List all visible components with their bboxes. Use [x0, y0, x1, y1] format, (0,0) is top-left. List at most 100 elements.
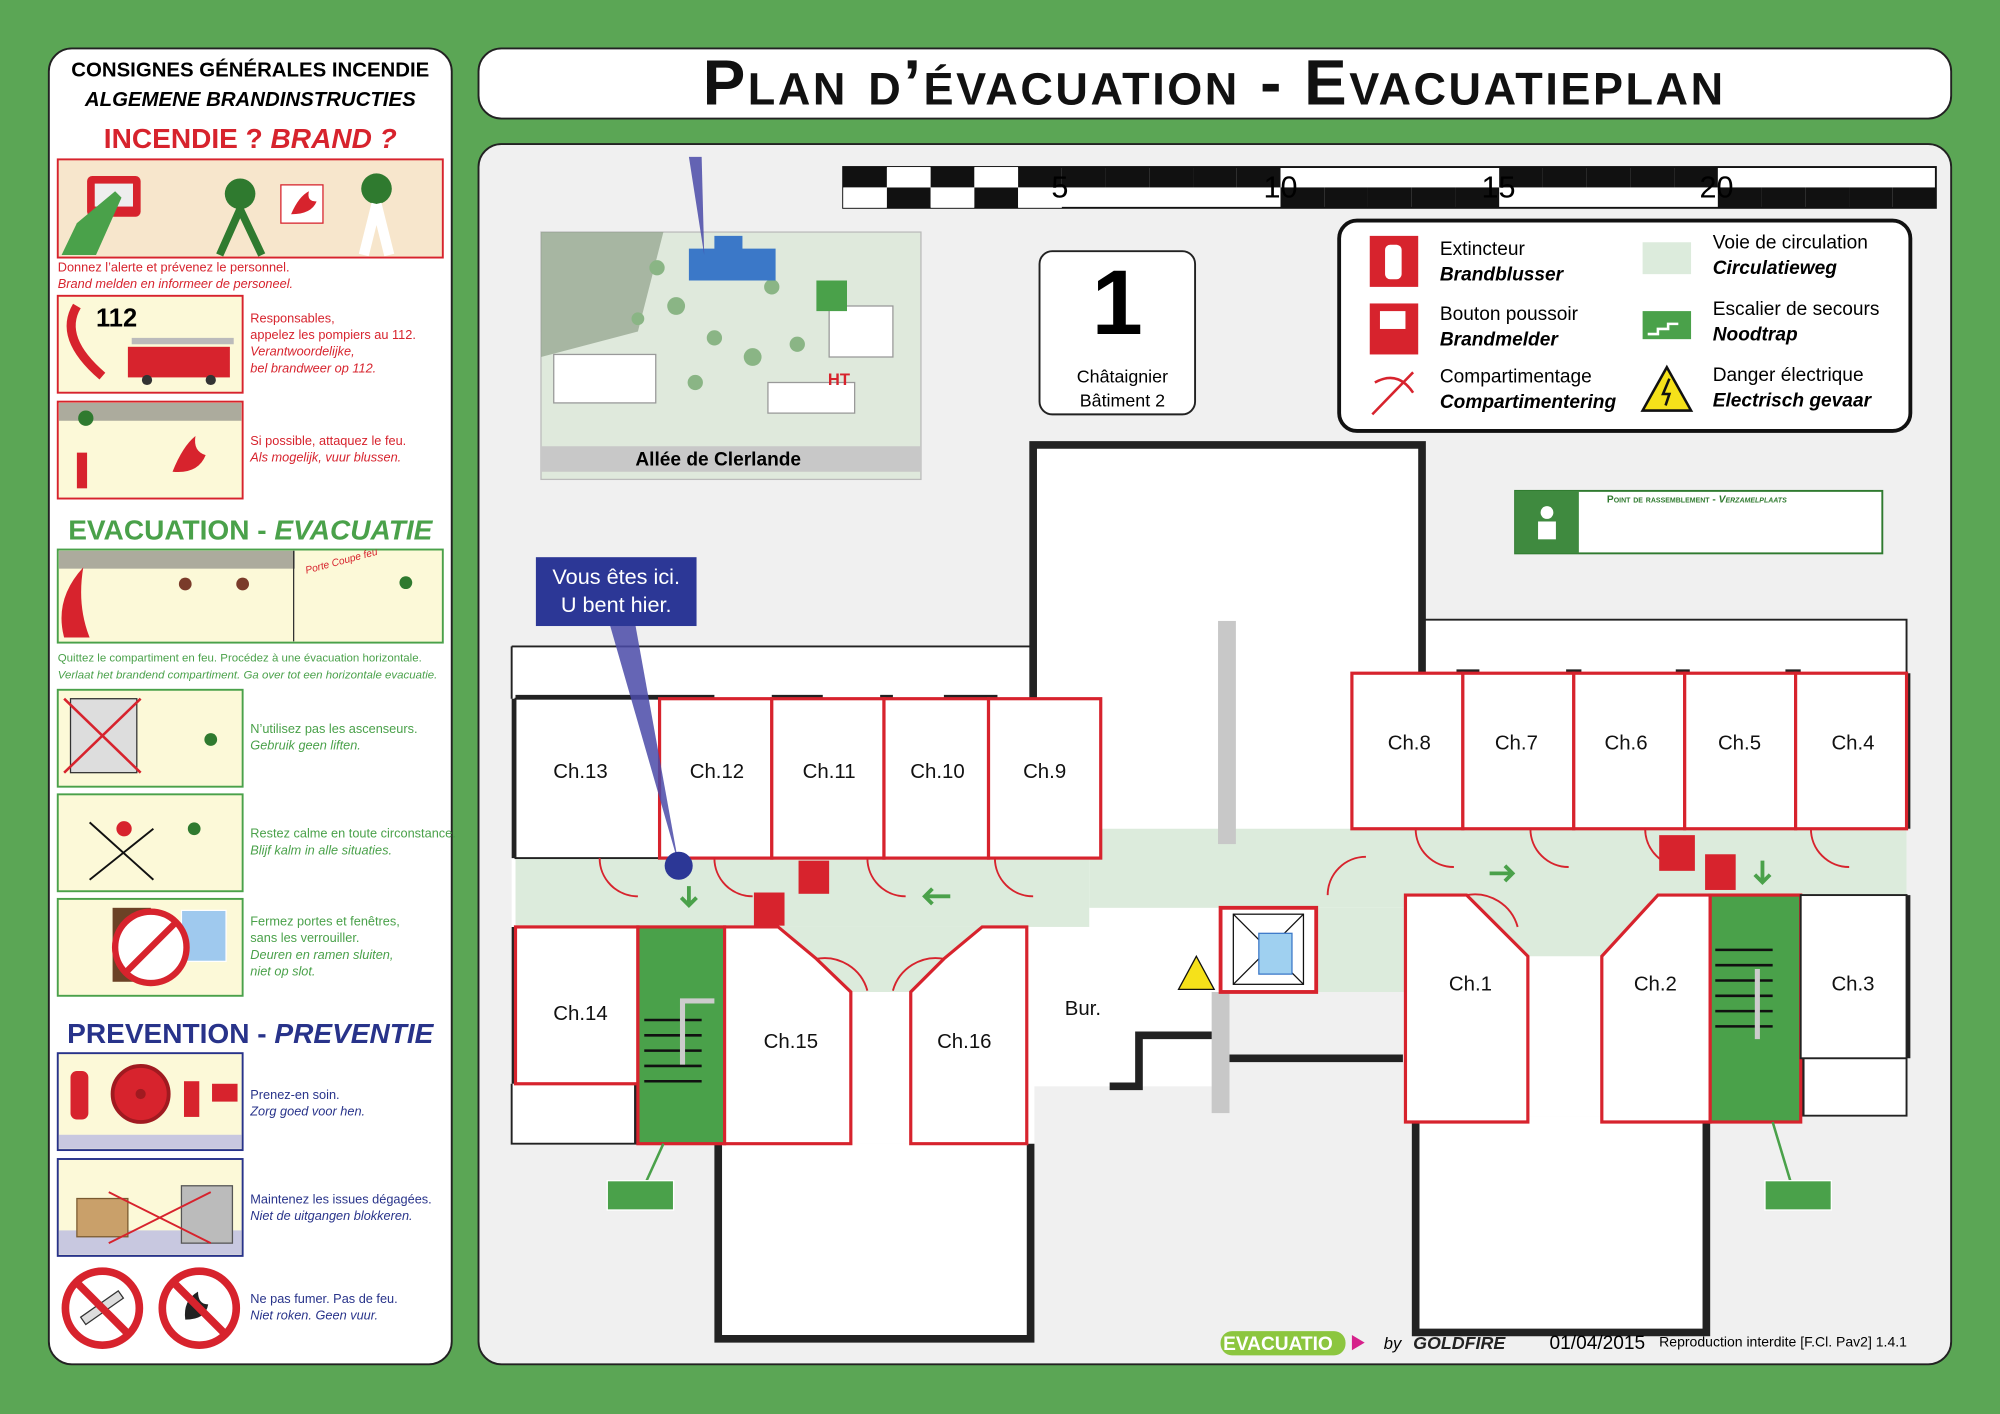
exit-direction-arrow — [1489, 864, 1516, 883]
scale-segment — [1324, 187, 1368, 208]
step-text-nl: bel brandweer op 112. — [250, 360, 376, 375]
footer: EVACUATIO by GOLDFIRE 01/04/2015 Reprodu… — [1220, 1331, 1907, 1356]
scale-segment — [1761, 187, 1806, 208]
street-name: Allée de Clerlande — [635, 449, 801, 470]
scale-segment — [1149, 167, 1194, 188]
elevator-icon — [1258, 932, 1293, 975]
emergency-number: 112 — [96, 304, 137, 332]
evacuatio-logo — [1220, 1331, 1346, 1356]
building-number: 1 — [1092, 252, 1143, 354]
scale-segment — [1674, 167, 1718, 188]
room — [1794, 671, 1909, 831]
scale-segment — [1411, 187, 1456, 208]
step-text-fr: sans les verrouiller. — [250, 930, 359, 945]
step-text-fr: appelez les pompiers au 112. — [250, 327, 416, 342]
scale-segment — [1630, 167, 1675, 188]
room — [1799, 894, 1908, 1060]
assembly-point-box: Point de rassemblement - Verzamelplaats — [1514, 489, 1884, 555]
instructions-panel: CONSIGNES GÉNÉRALES INCENDIE ALGEMENE BR… — [47, 47, 456, 1366]
room — [986, 697, 1103, 860]
step-text-nl: Niet roken. Geen vuur. — [250, 1308, 378, 1323]
room — [1461, 671, 1576, 831]
legend-label-nl: Brandmelder — [1440, 330, 1559, 351]
high-voltage-label: HT — [828, 370, 850, 389]
scale-segment — [1280, 187, 1325, 208]
legend-label-fr: Bouton poussoir — [1440, 304, 1579, 325]
legend-label-nl: Brandblusser — [1440, 265, 1565, 286]
hand-icon — [61, 191, 122, 256]
legend-label-fr: Compartimentage — [1440, 367, 1592, 388]
legend-label-nl: Compartimentering — [1440, 392, 1617, 413]
step-text-fr: Fermez portes et fenêtres, — [250, 914, 400, 929]
fire-extinguisher-icon — [753, 892, 785, 926]
room-label: Ch.14 — [553, 1003, 607, 1025]
step-text-fr: Responsables, — [250, 311, 334, 326]
fire-truck-icon — [127, 346, 230, 378]
step-text-fr: Restez calme en toute circonstance. — [250, 826, 456, 841]
room-label: Ch.4 — [1831, 733, 1874, 755]
extinguisher-icon — [70, 1071, 89, 1120]
phone-icon — [66, 303, 106, 380]
scale-segment — [1193, 167, 1237, 188]
step-text-nl: Brand melden en informeer de personeel. — [58, 276, 293, 291]
room-label: Ch.2 — [1634, 974, 1677, 996]
scale-segment — [1018, 167, 1062, 188]
no-smoking-icon — [61, 1267, 144, 1349]
fire-alarm-button-icon — [798, 860, 830, 894]
site-map: HT Allée de Clerlande — [540, 156, 922, 481]
step-text-fr: Si possible, attaquez le feu. — [250, 433, 406, 448]
scale-segment — [1849, 187, 1893, 208]
room — [1600, 893, 1712, 1124]
exit-direction-arrow — [679, 886, 698, 908]
scale-segment — [1892, 187, 1937, 208]
person-icon — [224, 178, 256, 210]
scale-segment — [1805, 187, 1850, 208]
room-label: Ch.15 — [764, 1031, 818, 1053]
circulation-route-icon — [1642, 242, 1692, 275]
fire-section-title: INCENDIE ? BRAND ? — [104, 123, 397, 154]
scale-segment — [1455, 187, 1500, 208]
room — [770, 697, 886, 860]
footer-by: by — [1384, 1334, 1403, 1353]
instructions-heading-nl: ALGEMENE BRANDINSTRUCTIES — [84, 89, 416, 111]
assembly-point-map-icon — [816, 280, 847, 312]
fire-extinguisher-icon — [1705, 854, 1736, 890]
legend-label-fr: Escalier de secours — [1713, 299, 1880, 320]
person-icon — [361, 173, 392, 205]
room — [882, 697, 991, 860]
scale-segment — [930, 167, 975, 188]
scale-segment — [886, 187, 931, 208]
fire-alarm-button-icon — [1659, 835, 1695, 871]
step-text-fr: Donnez l’alerte et prévenez le personnel… — [58, 260, 290, 275]
building-sub: Bâtiment 2 — [1080, 391, 1165, 411]
step-text-nl: niet op slot. — [250, 963, 315, 978]
electrical-danger-icon — [1177, 954, 1216, 991]
plan-date: 01/04/2015 — [1550, 1333, 1646, 1354]
scale-tick-label: 20 — [1700, 171, 1734, 205]
neighbor-building — [553, 353, 657, 404]
scale-bar — [842, 166, 1937, 209]
scale-segment — [1061, 167, 1106, 188]
scale-segment — [886, 167, 931, 188]
room-label: Ch.5 — [1718, 733, 1761, 755]
scale-segment — [974, 167, 1019, 188]
scale-segment — [1018, 187, 1062, 208]
room-label: Ch.13 — [553, 761, 607, 783]
room — [1572, 671, 1687, 831]
step-text-nl: Gebruik geen liften. — [250, 738, 361, 753]
room-label: Ch.6 — [1604, 733, 1647, 755]
room — [1683, 671, 1798, 831]
room-label: Ch.8 — [1388, 733, 1431, 755]
instructions-heading-fr: CONSIGNES GÉNÉRALES INCENDIE — [71, 59, 429, 82]
room-label: Ch.10 — [910, 761, 964, 783]
scale-segment — [843, 187, 887, 208]
floor-plan: Ch.13 Ch.12 Ch.11 Ch.10 Ch.9 Ch.8 Ch.7 C… — [510, 441, 1911, 1343]
legend-label-nl: Noodtrap — [1713, 324, 1798, 345]
building-name: Châtaignier — [1077, 367, 1168, 387]
scale-segment — [1586, 167, 1631, 188]
exit-direction-arrow — [1753, 860, 1772, 886]
evacuation-section-title: EVACUATION - EVACUATIE — [68, 514, 433, 545]
room-label: Ch.7 — [1495, 733, 1538, 755]
